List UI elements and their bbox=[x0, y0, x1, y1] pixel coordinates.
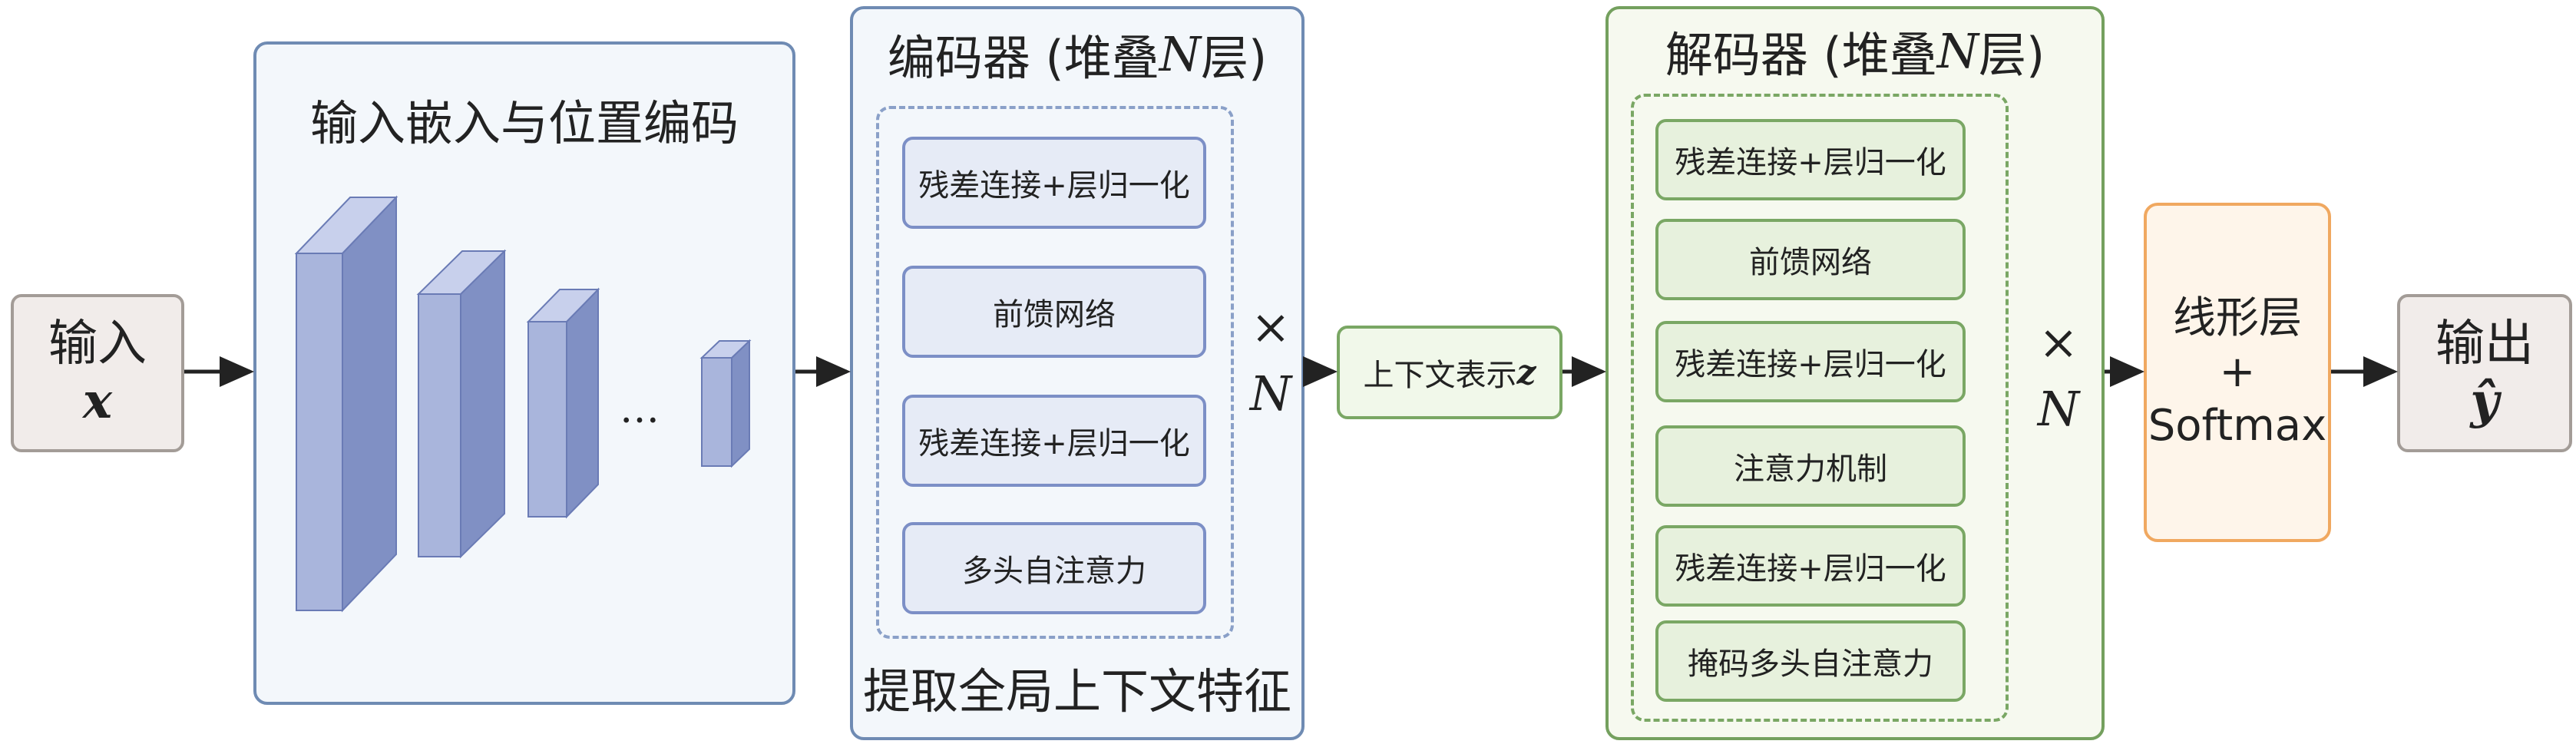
encoder-repeat-times: × bbox=[1251, 299, 1291, 356]
output-label: 输出 bbox=[2435, 316, 2534, 373]
embedding-ellipsis: … bbox=[620, 386, 660, 432]
input-box: 输入 x bbox=[11, 294, 184, 452]
encoder-layer-multihead-self-attention: 多头自注意力 bbox=[902, 522, 1206, 614]
output-box: 输出 ŷ bbox=[2397, 294, 2572, 452]
decoder-repeat-n: N bbox=[2037, 381, 2080, 437]
encoder-layer-residual-norm-top: 残差连接+层归一化 bbox=[902, 137, 1206, 229]
embedding-blocks bbox=[294, 195, 752, 613]
softmax-label: Softmax bbox=[2148, 401, 2327, 451]
input-label: 输入 bbox=[48, 316, 147, 373]
encoder-title-suffix: 层) bbox=[1200, 30, 1268, 86]
decoder-layer-residual-norm-2: 残差连接+层归一化 bbox=[1655, 321, 1966, 402]
decoder-repeat-mark: × N bbox=[2024, 307, 2093, 445]
embedding-block-2 bbox=[416, 249, 507, 559]
decoder-title-prefix: 解码器 (堆叠 bbox=[1665, 27, 1937, 83]
decoder-layer-residual-norm-3: 残差连接+层归一化 bbox=[1655, 525, 1966, 607]
context-label: 上下文表示 bbox=[1363, 358, 1517, 393]
context-variable-z: z bbox=[1516, 352, 1536, 392]
encoder-title-prefix: 编码器 (堆叠 bbox=[887, 30, 1159, 86]
encoder-layer-feedforward: 前馈网络 bbox=[902, 266, 1206, 358]
encoder-repeat-mark: × N bbox=[1236, 292, 1305, 430]
embedding-block-3 bbox=[526, 287, 600, 519]
embedding-block-4 bbox=[699, 339, 752, 468]
linear-plus: + bbox=[2219, 347, 2256, 397]
decoder-repeat-times: × bbox=[2039, 314, 2078, 371]
input-variable-x: x bbox=[82, 372, 113, 430]
linear-label: 线形层 bbox=[2173, 293, 2302, 343]
decoder-layer-masked-multihead-self-attention: 掩码多头自注意力 bbox=[1655, 620, 1966, 702]
decoder-layer-feedforward: 前馈网络 bbox=[1655, 219, 1966, 300]
encoder-layer-residual-norm-bottom: 残差连接+层归一化 bbox=[902, 395, 1206, 487]
embedding-block-1 bbox=[294, 195, 398, 613]
decoder-title-suffix: 层) bbox=[1978, 27, 2045, 83]
encoder-layer-stack bbox=[876, 106, 1234, 639]
encoder-repeat-n: N bbox=[1249, 365, 1292, 422]
output-variable-y-hat: ŷ bbox=[2470, 372, 2499, 430]
decoder-title-n: N bbox=[1936, 22, 1979, 79]
decoder-layer-stack bbox=[1631, 94, 2009, 722]
embedding-title: 输入嵌入与位置编码 bbox=[309, 95, 739, 151]
linear-softmax-box: 线形层 + Softmax bbox=[2144, 203, 2331, 542]
decoder-layer-residual-norm-1: 残差连接+层归一化 bbox=[1655, 119, 1966, 200]
encoder-panel bbox=[850, 6, 1305, 740]
encoder-caption: 提取全局上下文特征 bbox=[862, 663, 1291, 719]
decoder-layer-attention: 注意力机制 bbox=[1655, 425, 1966, 507]
encoder-title-n: N bbox=[1159, 25, 1201, 82]
